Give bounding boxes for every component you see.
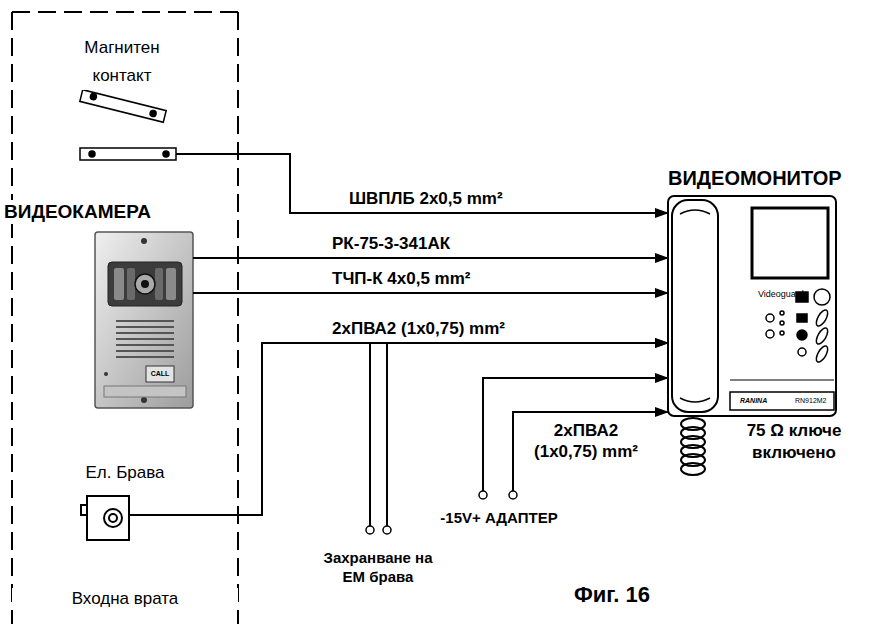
camera-panel — [141, 238, 147, 244]
terminal — [366, 526, 374, 534]
brand-text: RANINA — [740, 396, 767, 405]
magnetic-contact: Магнитен контакт — [68, 32, 176, 165]
camera-panel — [104, 372, 108, 376]
video-monitor — [730, 392, 834, 410]
camera-panel — [95, 232, 193, 408]
node-label: Магнитен контакт — [68, 34, 176, 90]
power-terminals: Захранване на ЕМ брава — [322, 526, 434, 586]
node-label: Входна врата — [12, 588, 238, 610]
magnetic-contact — [80, 90, 166, 122]
monitor-controls — [797, 314, 807, 322]
node-label: Ел. Брава — [40, 462, 210, 484]
node-label: -15V+ АДАПТЕР — [440, 508, 558, 527]
cable-line — [513, 412, 668, 491]
node-label: ВИДЕОКАМЕРА — [4, 200, 151, 224]
monitor-controls — [814, 289, 830, 305]
switch-note: 75 Ω ключе включено — [716, 420, 872, 464]
video-monitor: ВИДЕОМОНИТОР — [668, 196, 836, 416]
figure-caption: Фиг. 16 — [574, 582, 650, 608]
monitor-controls — [780, 321, 784, 325]
monitor-controls — [780, 311, 784, 315]
cable-line — [193, 292, 668, 294]
camera-panel — [166, 268, 176, 300]
model-number: RN912M2 — [795, 396, 827, 405]
door-boundary — [12, 11, 238, 13]
monitor-controls — [766, 330, 774, 338]
video-camera: ВИДЕОКАМЕРА — [95, 232, 193, 408]
monitor-controls — [798, 348, 806, 356]
button-text: CALL — [148, 369, 172, 378]
handset-cord — [681, 418, 705, 475]
camera-panel — [155, 268, 163, 300]
node-label: ВИДЕОМОНИТОР — [668, 166, 842, 190]
cable-line — [176, 154, 668, 213]
video-monitor — [752, 208, 828, 278]
magnetic-contact — [163, 151, 169, 157]
monitor-controls — [814, 308, 830, 328]
cable-label: 2xПВА2 (1x0,75) mm² — [330, 318, 507, 339]
electric-lock — [109, 514, 117, 522]
adapter-terminals: -15V+ АДАПТЕР — [440, 491, 558, 541]
magnetic-contact — [90, 93, 97, 100]
monitor-controls — [766, 289, 830, 364]
camera-panel — [95, 232, 193, 408]
camera-panel — [104, 386, 186, 397]
magnetic-contact — [89, 151, 95, 157]
camera-panel — [127, 268, 135, 300]
handset-cord — [681, 463, 705, 475]
camera-panel — [114, 268, 124, 300]
cable-line — [370, 343, 668, 526]
magnetic-contact — [80, 90, 176, 160]
video-monitor — [730, 380, 834, 381]
camera-panel — [146, 366, 174, 382]
video-monitor — [672, 200, 718, 412]
node-label: Захранване на ЕМ брава — [322, 548, 434, 586]
door-boundary — [237, 12, 239, 624]
video-monitor — [668, 196, 836, 416]
door-area: Входна врата Магнитен контактВИДЕОКАМЕРА Е… — [12, 12, 238, 624]
terminal — [509, 491, 517, 499]
video-monitor — [680, 210, 710, 402]
camera-panel — [141, 280, 149, 288]
cable-line — [193, 257, 668, 259]
camera-panel — [135, 274, 155, 294]
camera-panel — [116, 316, 174, 360]
monitor-controls — [814, 344, 830, 364]
monitor-controls — [814, 326, 830, 346]
monitor-controls — [780, 331, 784, 335]
electric-lock — [81, 496, 129, 540]
door-boundary — [12, 12, 238, 624]
door-boundary — [11, 12, 13, 624]
camera-panel — [108, 262, 182, 306]
cable-label: 2xПВА2 (1x0,75) mm² — [522, 420, 650, 462]
monitor-controls — [766, 314, 774, 322]
cable-line — [483, 378, 668, 491]
camera-panel — [141, 397, 147, 403]
terminal — [479, 491, 487, 499]
magnetic-contact — [149, 110, 156, 117]
brand-text: Videoguard — [758, 288, 804, 300]
monitor-controls — [797, 330, 807, 340]
magnetic-contact — [80, 148, 176, 160]
cable-label: РК-75-3-341АК — [330, 233, 452, 254]
electric-lock: Ел. Брава — [87, 496, 129, 540]
electric-lock — [87, 496, 129, 540]
cable-line — [129, 343, 668, 515]
cable-label: ТЧП-К 4x0,5 mm² — [330, 268, 472, 289]
terminal — [383, 526, 391, 534]
video-monitor — [668, 196, 836, 416]
electric-lock — [104, 509, 122, 527]
cable-label: ШВПЛБ 2x0,5 mm² — [347, 188, 505, 209]
